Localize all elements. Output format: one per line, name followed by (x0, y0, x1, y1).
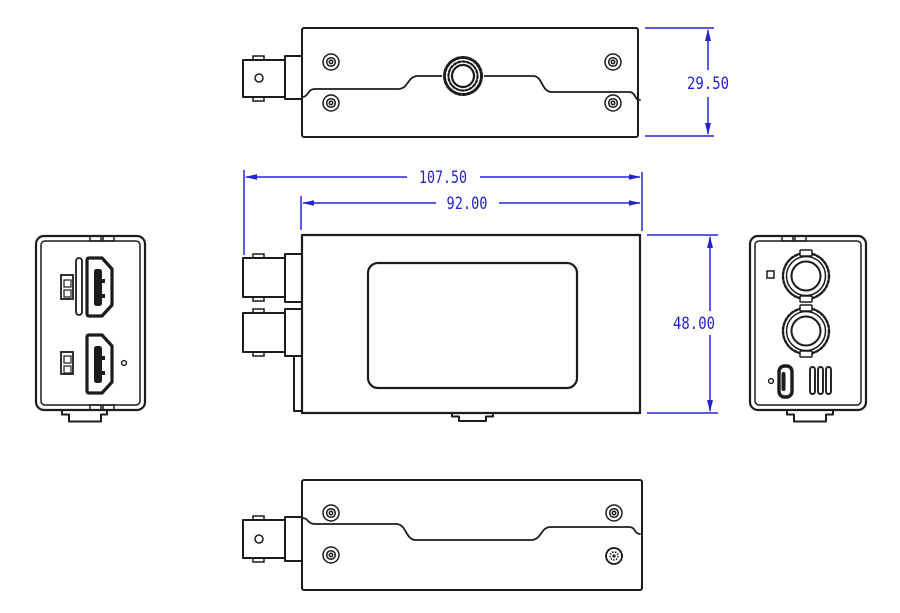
vent-slot (817, 366, 824, 395)
led-hole (767, 377, 775, 385)
screw-icon (604, 94, 622, 112)
arrow-right-icon (629, 200, 641, 206)
dimension-48-00: 48.00 (647, 234, 718, 414)
arrow-up-icon (705, 29, 711, 41)
screw-icon (605, 504, 623, 522)
bottom-notch (89, 404, 102, 411)
left-panel-inner (40, 240, 141, 406)
screen-window (366, 261, 579, 390)
top-view (242, 27, 641, 138)
arrow-down-icon (707, 400, 713, 412)
arrow-left-icon (245, 174, 257, 180)
bnc-jack-icon (781, 249, 831, 303)
top-notch (781, 235, 794, 242)
indicator-square (766, 270, 775, 279)
front-view (242, 233, 642, 422)
screw-icon (322, 94, 340, 112)
arrow-right-icon (629, 174, 641, 180)
front-view-body (300, 233, 642, 415)
top-notch (102, 235, 115, 242)
vent-slot (809, 366, 816, 395)
left-panel-body (34, 234, 147, 412)
bottom-tab (451, 412, 494, 422)
dimension-label: 92.00 (447, 194, 488, 214)
knurled-screw-icon (605, 547, 623, 565)
bnc-connector-profile (242, 515, 303, 563)
screw-icon (604, 53, 622, 71)
dimension-label: 107.50 (419, 168, 467, 188)
arrow-up-icon (707, 236, 713, 248)
bnc-jack-icon (781, 304, 831, 358)
vent-slot (825, 366, 832, 395)
bnc-connector-profile (242, 253, 303, 303)
top-notch (89, 235, 102, 242)
screw-icon (322, 53, 340, 71)
right-panel-body (748, 234, 868, 412)
hdmi-port-icon (85, 256, 114, 318)
dip-switch-icon (60, 351, 74, 375)
hdmi-port-icon (85, 333, 114, 395)
side-flange (293, 355, 303, 412)
bottom-view (242, 479, 643, 591)
right-side-view (748, 234, 868, 423)
bnc-connector-profile (242, 55, 303, 102)
screw-icon (322, 546, 340, 564)
bottom-parting-line (301, 517, 641, 541)
dimension-92-00: 92.00 (300, 194, 641, 230)
dimension-29-50: 29.50 (645, 27, 729, 137)
led-hole (120, 359, 128, 367)
bottom-tab (61, 409, 108, 423)
knurled-knob (442, 55, 484, 97)
left-side-view (34, 234, 147, 423)
dip-switch-icon (60, 274, 74, 300)
dimension-label: 48.00 (673, 314, 715, 334)
usb-port-icon (777, 364, 794, 399)
screw-icon (322, 504, 340, 522)
vent-slot (75, 257, 83, 316)
arrow-left-icon (302, 200, 314, 206)
dimension-107-50: 107.50 (243, 168, 643, 255)
top-notch (794, 235, 807, 242)
arrow-down-icon (705, 123, 711, 135)
right-panel-inner (754, 240, 862, 406)
bottom-view-body (301, 479, 643, 591)
bottom-tab (786, 409, 834, 423)
bnc-connector-profile (242, 308, 303, 357)
dimension-label: 29.50 (687, 74, 729, 94)
bottom-notch (102, 404, 115, 411)
